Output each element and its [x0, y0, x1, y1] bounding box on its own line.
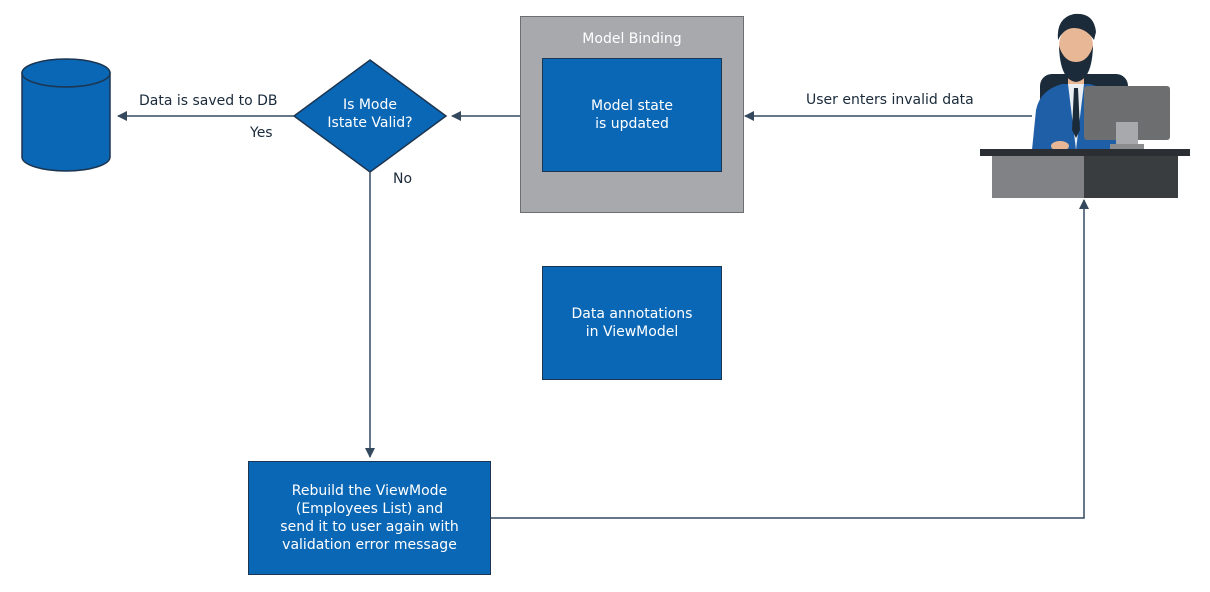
model-state-label: Model state is updated [591, 98, 673, 132]
edge-label-no: No [393, 171, 413, 187]
database-icon [21, 58, 111, 172]
user-at-computer-icon [980, 13, 1190, 198]
edge-label-saved-to-db: Data is saved to DB [139, 93, 278, 109]
data-annotations-label: Data annotations in ViewModel [571, 306, 693, 340]
model-binding-title: Model Binding [582, 31, 682, 47]
rebuild-viewmodel-box: Rebuild the ViewMode (Employees List) an… [248, 461, 491, 575]
arrow-rebuild-to-user [491, 199, 1089, 519]
rebuild-viewmodel-label: Rebuild the ViewMode (Employees List) an… [280, 483, 459, 553]
model-state-box: Model state is updated [542, 58, 722, 172]
edge-label-yes: Yes [250, 125, 273, 141]
decision-label: Is Mode Istate Valid? [327, 97, 413, 131]
edge-label-user-enters: User enters invalid data [806, 92, 974, 108]
data-annotations-box: Data annotations in ViewModel [542, 266, 722, 380]
